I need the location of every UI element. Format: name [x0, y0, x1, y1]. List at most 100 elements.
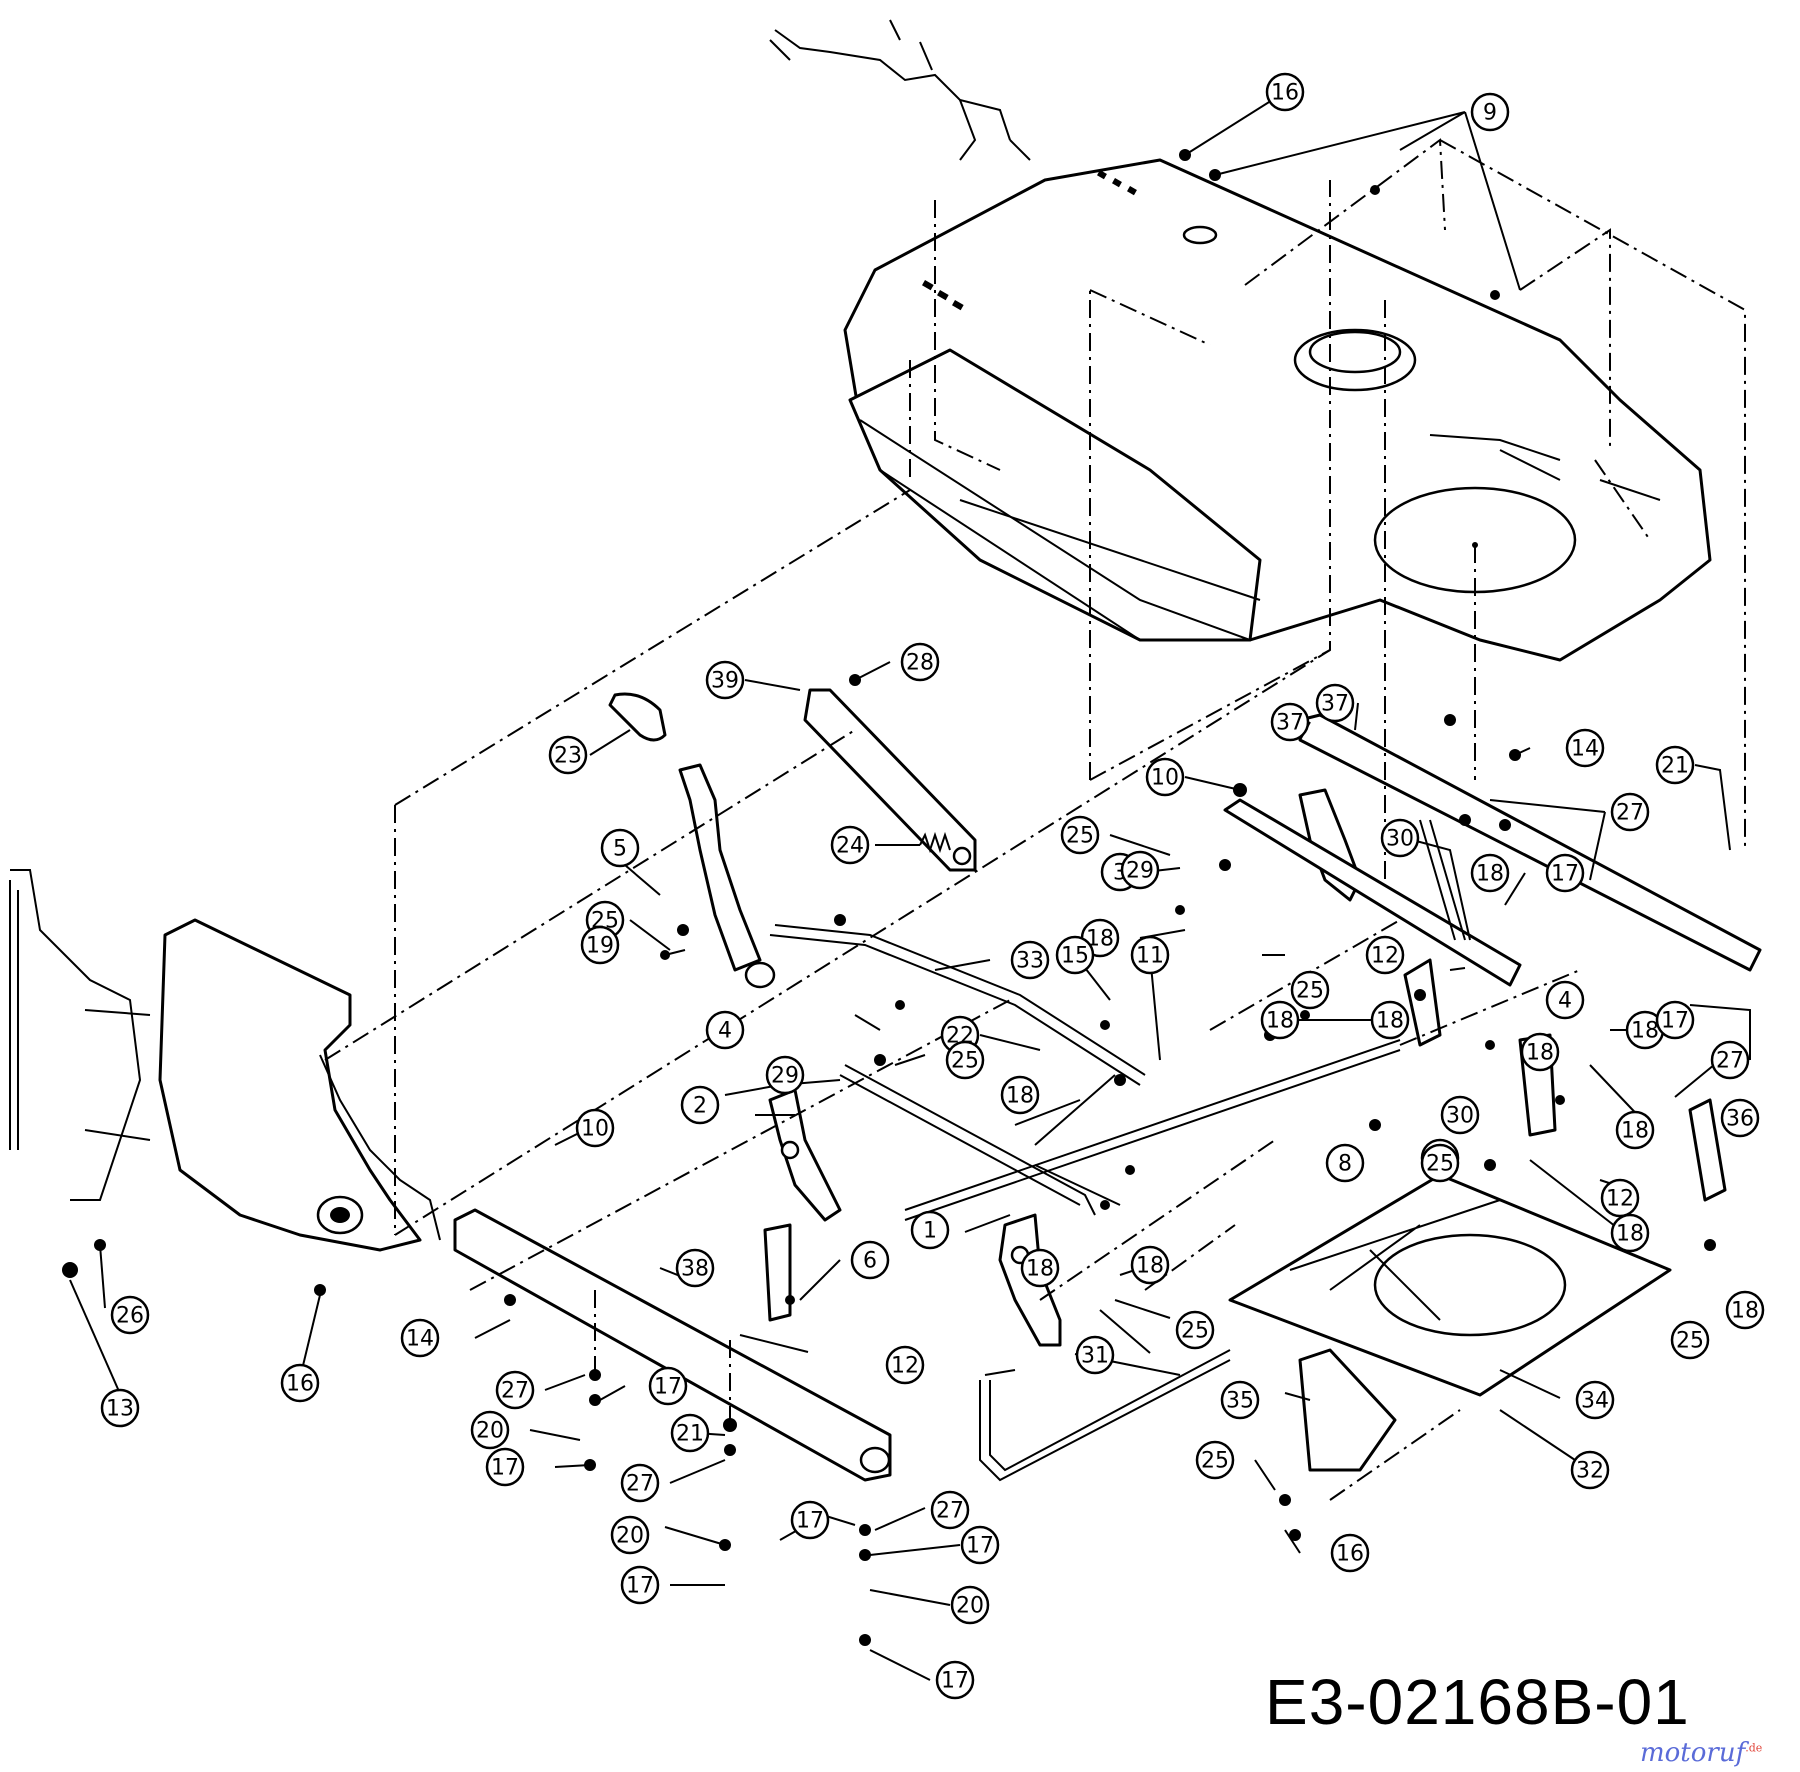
- callout-14: 14: [1565, 728, 1605, 768]
- callout-17: 17: [1545, 853, 1585, 893]
- callout-circle: [1075, 1335, 1115, 1375]
- callout-31: 31: [1075, 1335, 1115, 1375]
- callout-circle: [910, 1210, 950, 1250]
- callout-circle: [1130, 935, 1170, 975]
- callout-circle: [680, 1085, 720, 1125]
- callout-label: 12: [1371, 944, 1399, 969]
- callout-circle: [400, 1318, 440, 1358]
- callout-18: 18: [1370, 1000, 1410, 1040]
- assembly-lines: [324, 138, 1746, 1501]
- callout-circle: [1055, 935, 1095, 975]
- callout-circle: [1365, 935, 1405, 975]
- callout-label: 27: [1616, 801, 1644, 826]
- callout-label: 27: [1716, 1049, 1744, 1074]
- callout-label: 20: [476, 1419, 504, 1444]
- callout-label: 36: [1726, 1107, 1754, 1132]
- callout-label: 29: [771, 1064, 799, 1089]
- callout-circle: [1220, 1380, 1260, 1420]
- callout-18: 18: [1130, 1245, 1170, 1285]
- callout-17: 17: [1655, 1000, 1695, 1040]
- callout-circle: [1260, 1000, 1300, 1040]
- callout-label: 16: [286, 1372, 314, 1397]
- callout-circle: [885, 1345, 925, 1385]
- callout-circle: [1020, 1248, 1060, 1288]
- callout-circle: [100, 1388, 140, 1428]
- callout-circle: [1270, 702, 1310, 742]
- callout-37: 37: [1270, 702, 1310, 742]
- callout-circle: [1670, 1320, 1710, 1360]
- chassis-frame: [769, 19, 1712, 662]
- callout-23: 23: [548, 735, 588, 775]
- callout-circle: [1440, 1095, 1480, 1135]
- callout-circle: [1470, 853, 1510, 893]
- callout-circle: [1145, 757, 1185, 797]
- callout-label: 21: [1661, 754, 1689, 779]
- callout-12: 12: [1365, 935, 1405, 975]
- callout-16: 16: [1330, 1533, 1370, 1573]
- callout-circle: [485, 1447, 525, 1487]
- callout-label: 18: [1006, 1084, 1034, 1109]
- callout-35: 35: [1220, 1380, 1260, 1420]
- callout-26: 26: [110, 1295, 150, 1335]
- callout-circle: [1195, 1440, 1235, 1480]
- callout-label: 25: [951, 1049, 979, 1074]
- callout-27: 27: [1610, 792, 1650, 832]
- callout-29: 29: [1120, 850, 1160, 890]
- callout-label: 35: [1226, 1389, 1254, 1414]
- callout-4: 4: [1545, 980, 1585, 1020]
- callout-label: 30: [1386, 827, 1414, 852]
- callout-label: 34: [1581, 1389, 1609, 1414]
- callout-label: 20: [616, 1524, 644, 1549]
- callout-circle: [110, 1295, 150, 1335]
- left-side-panel: [9, 869, 441, 1252]
- callout-28: 28: [900, 642, 940, 682]
- callout-circle: [765, 1055, 805, 1095]
- callout-circle: [1720, 1098, 1760, 1138]
- drawing-code: E3-02168B-01: [1265, 1666, 1690, 1738]
- callout-38: 38: [675, 1248, 715, 1288]
- callout-circle: [1380, 818, 1420, 858]
- watermark-logo: motoruf.de: [1640, 1738, 1762, 1768]
- callout-label: 17: [491, 1456, 519, 1481]
- callout-circle: [935, 1660, 975, 1700]
- callout-label: 18: [1266, 1009, 1294, 1034]
- callout-label: 17: [941, 1669, 969, 1694]
- callout-18: 18: [1000, 1075, 1040, 1115]
- callout-label: 25: [1181, 1319, 1209, 1344]
- callout-label: 12: [1606, 1187, 1634, 1212]
- callout-25: 25: [1670, 1320, 1710, 1360]
- callout-label: 18: [1136, 1254, 1164, 1279]
- callout-5: 5: [600, 828, 640, 868]
- callout-label: 23: [554, 744, 582, 769]
- watermark-tld: .de: [1745, 1741, 1763, 1755]
- callout-circle: [960, 1525, 1000, 1565]
- callout-label: 16: [1271, 81, 1299, 106]
- callout-label: 20: [956, 1594, 984, 1619]
- callout-39: 39: [705, 660, 745, 700]
- callout-circle: [280, 1363, 320, 1403]
- callout-label: 33: [1016, 949, 1044, 974]
- callout-17: 17: [648, 1366, 688, 1406]
- callout-circle: [705, 1010, 745, 1050]
- callout-18: 18: [1725, 1290, 1765, 1330]
- callout-16: 16: [280, 1363, 320, 1403]
- callout-circle: [1060, 815, 1100, 855]
- callout-circle: [1565, 728, 1605, 768]
- callout-17: 17: [790, 1500, 830, 1540]
- callout-circle: [1265, 72, 1305, 112]
- callout-circle: [620, 1463, 660, 1503]
- callout-label: 11: [1136, 944, 1164, 969]
- callout-circle: [900, 642, 940, 682]
- callout-label: 30: [1446, 1104, 1474, 1129]
- callout-17: 17: [485, 1447, 525, 1487]
- callout-18: 18: [1470, 853, 1510, 893]
- callout-circle: [1010, 940, 1050, 980]
- callout-label: 4: [1558, 989, 1572, 1014]
- callout-circle: [930, 1490, 970, 1530]
- callout-18: 18: [1020, 1248, 1060, 1288]
- callout-label: 26: [116, 1304, 144, 1329]
- callout-circle: [600, 828, 640, 868]
- callout-9: 9: [1470, 92, 1510, 132]
- callout-circle: [1725, 1290, 1765, 1330]
